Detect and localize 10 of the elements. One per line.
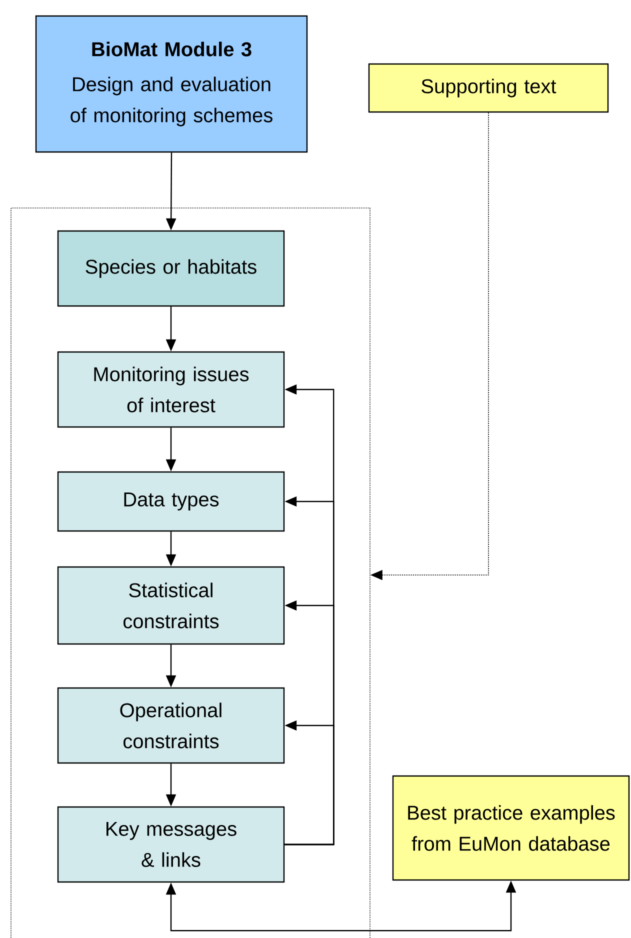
process-box: Species or habitats	[57, 230, 285, 307]
process-box: Data types	[57, 471, 285, 532]
dotted-frame	[10, 208, 370, 938]
process-box: Statistical constraints	[57, 566, 285, 645]
process-box: Monitoring issues of interest	[57, 351, 285, 428]
process-box: Operational constraints	[57, 687, 285, 764]
process-box: Key messages & links	[57, 806, 285, 883]
note-box: Best practice examples from EuMon database	[392, 775, 630, 881]
note-box: Supporting text	[368, 63, 609, 113]
module-box: BioMat Module 3 Design and evaluation of monitoring schemes	[35, 15, 308, 153]
